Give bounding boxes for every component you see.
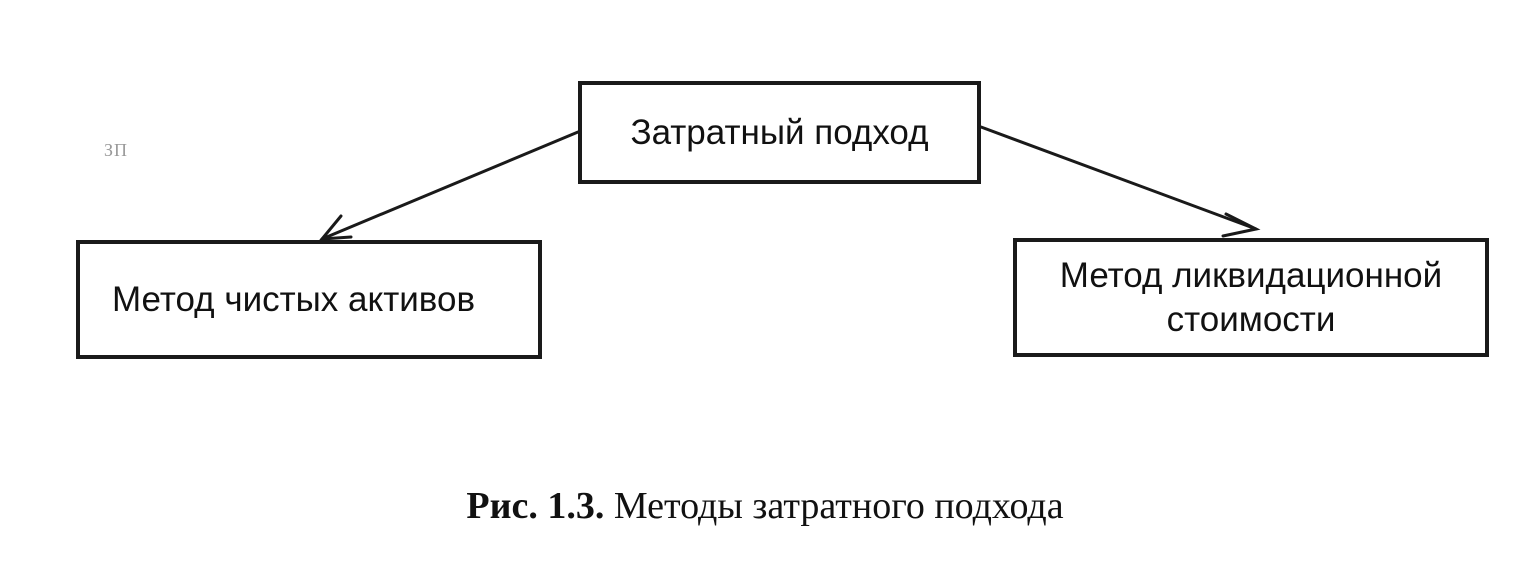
node-net-assets-method: Метод чистых активов [76,240,542,359]
figure-caption: Рис. 1.3. Методы затратного подхода [0,482,1530,530]
stray-mark: ЗП [104,140,129,160]
edge-root-to-liquidation [979,125,1258,231]
edge-root-to-net-assets [320,130,580,241]
node-cost-approach-label: Затратный подход [630,112,929,152]
node-cost-approach: Затратный подход [578,81,981,184]
arrowhead-right [1221,212,1261,238]
node-net-assets-method-label: Метод чистых активов [112,279,476,319]
node-liquidation-value-method-label: Метод ликвидационной стоимости [1059,255,1443,339]
node-liquidation-value-method: Метод ликвидационной стоимости [1013,238,1489,357]
arrowhead-left [318,214,353,241]
figure-title: Методы затратного подхода [613,485,1064,527]
figure-number: Рис. 1.3. [466,485,605,527]
